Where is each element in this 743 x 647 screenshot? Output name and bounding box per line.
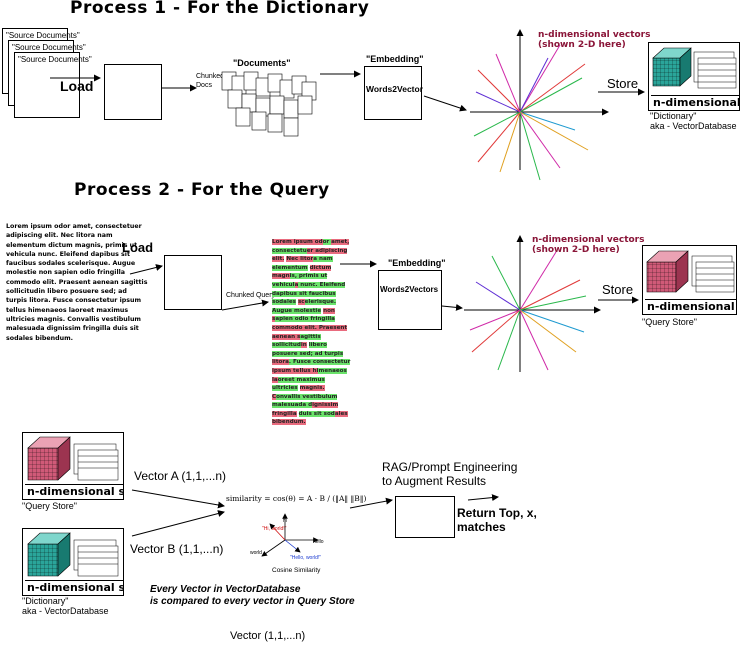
load-arrow-2 [129, 264, 163, 275]
store-box-label: n-dimensional store [25, 484, 123, 498]
chunked-docs-label: Chunked Docs [196, 73, 225, 89]
cos-hello-world-label: "Hello, world!" [290, 555, 322, 561]
table-sheets-2 [691, 255, 735, 293]
vector-b-arrow [131, 510, 225, 537]
vector-star-1 [470, 29, 609, 181]
store-label-2: Store [602, 282, 634, 297]
source-document-label: "Source Documents" [6, 31, 80, 40]
table-sheets-1 [693, 51, 737, 89]
store-label: Store [607, 76, 639, 91]
rag-box [395, 496, 455, 538]
source-document-label: "Source Documents" [18, 55, 92, 64]
store-box-label: n-dimensional store [645, 299, 736, 313]
words2vectors-label: Words2Vectors [380, 285, 439, 294]
store-box-label: n-dimensional store [25, 580, 123, 594]
pink-cube-compare [27, 436, 71, 481]
compare-note: Every Vector in VectorDatabase is compar… [150, 584, 355, 607]
rag-label: RAG/Prompt Engineering to Augment Result… [382, 460, 518, 488]
documents-label: "Documents" [233, 58, 291, 68]
store-box-label: n-dimensional store [651, 95, 739, 109]
load-label-2: Load [122, 240, 154, 255]
return-arrow [467, 494, 499, 502]
vector-a-label: Vector A (1,1,...n) [134, 469, 227, 483]
chunk-arrow-2 [221, 299, 269, 311]
words2vectors-box [378, 270, 442, 330]
pink-cube [646, 250, 689, 293]
rag-arrow [349, 497, 393, 509]
table-sheets-4 [73, 539, 119, 577]
query-store-caption-compare: "Query Store" [22, 501, 77, 511]
cos-world-label: world [250, 550, 262, 556]
dictionary-caption-compare: "Dictionary" aka - VectorDatabase [22, 596, 109, 616]
dictionary-caption: "Dictionary" aka - VectorDatabase [650, 111, 737, 131]
vector-b-label: Vector B (1,1,...n) [130, 542, 224, 556]
vector-arrow-2 [441, 303, 463, 311]
source-document: "Source Documents" [14, 52, 92, 118]
process1-title: Process 1 - For the Dictionary [70, 0, 370, 18]
vectors-label: n-dimensional vectors (shown 2-D here) [538, 30, 651, 50]
cosine-axes [261, 513, 319, 557]
vector-star-2 [464, 235, 601, 372]
vector-arrow [423, 95, 467, 112]
table-sheets-3 [73, 443, 119, 481]
loader-box [104, 64, 162, 120]
teal-cube-compare [27, 532, 71, 577]
load-label: Load [60, 78, 94, 94]
query-loader-box [164, 255, 222, 310]
query-store-caption: "Query Store" [642, 317, 697, 327]
process2-title: Process 2 - For the Query [74, 180, 330, 200]
words2vector-label: Words2Vector [366, 84, 424, 94]
source-document-label: "Source Documents" [12, 43, 86, 52]
embedding-label: "Embedding" [366, 54, 424, 64]
chunked-query-label: Chunked Query [226, 292, 276, 299]
cosine-caption: Cosine Similarity [272, 567, 321, 574]
vector-bottom-label: Vector (1,1,...n) [230, 630, 306, 642]
chunked-docs-pile [221, 71, 317, 137]
highlighted-chunks: Lorem ipsum odor amet, consectetuer adip… [272, 239, 351, 426]
teal-cube [652, 47, 692, 87]
formula: similarity = cos(θ) = A · B / (‖A‖ ‖B‖) [226, 494, 367, 503]
words2vector-box [364, 66, 422, 120]
embedding-label-2: "Embedding" [388, 258, 446, 268]
query-text: Lorem ipsum odor amet, consectetuer adip… [6, 223, 148, 342]
return-label: Return Top, x, matches [457, 506, 537, 534]
vectors-label-2: n-dimensional vectors (shown 2-D here) [532, 235, 645, 255]
vector-a-arrow [131, 489, 225, 509]
